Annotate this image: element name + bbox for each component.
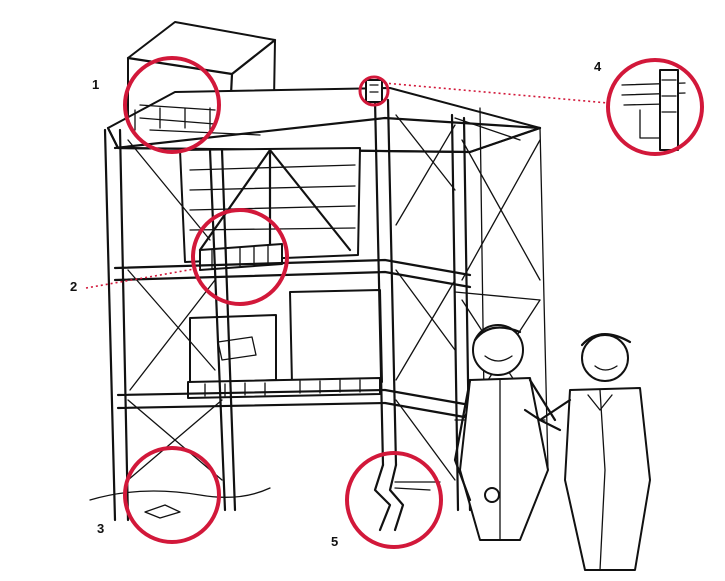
callout-number-1: 1 — [92, 77, 99, 92]
callout-circle-5 — [345, 451, 443, 549]
callout-leader-2 — [85, 267, 201, 289]
bent-upright-foot — [373, 463, 441, 532]
supervisor-figure — [523, 333, 651, 571]
right-uprights — [373, 98, 472, 512]
callout-circle-connector — [358, 75, 390, 107]
callout-number-3: 3 — [97, 521, 104, 536]
callout-circle-2 — [191, 208, 289, 306]
callout-number-2: 2 — [70, 279, 77, 294]
callout-circle-4 — [606, 58, 704, 156]
connector-lock-detail — [621, 69, 686, 151]
left-uprights — [103, 128, 237, 522]
lower-boxes — [187, 289, 383, 399]
worker-figure — [453, 324, 557, 541]
callout-circle-3 — [123, 446, 221, 544]
callout-number-4: 4 — [594, 59, 602, 74]
ground — [89, 487, 271, 519]
beam-connector — [365, 79, 383, 103]
callout-number-5: 5 — [331, 534, 338, 549]
callout-circle-1 — [123, 56, 221, 154]
